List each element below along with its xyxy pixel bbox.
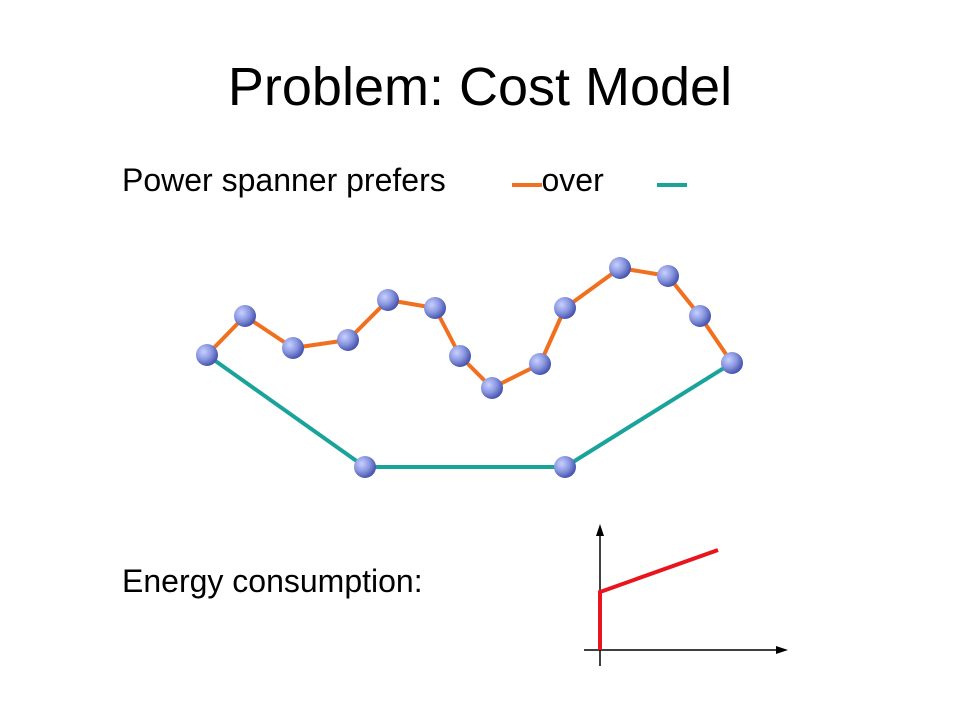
y-axis-arrow xyxy=(596,524,604,536)
graph-node xyxy=(337,329,359,351)
graph-node xyxy=(529,353,551,375)
slide-title: Problem: Cost Model xyxy=(227,57,733,117)
graph-node xyxy=(481,377,503,399)
orange-short-edges xyxy=(205,266,734,390)
graph-node xyxy=(377,289,399,311)
statement-text: Power spanner prefers over xyxy=(122,162,604,199)
graph-node xyxy=(354,456,376,478)
teal-long-edges xyxy=(205,353,734,469)
graph-node xyxy=(449,345,471,367)
graph-node xyxy=(721,352,743,374)
graph-node xyxy=(554,456,576,478)
x-axis-arrow xyxy=(776,646,788,654)
teal-edge-legend xyxy=(657,183,687,187)
graph-node xyxy=(196,344,218,366)
statement-middle: over xyxy=(541,162,604,198)
orange-edge-legend xyxy=(512,183,542,187)
graph-node xyxy=(689,305,711,327)
energy-graph xyxy=(584,524,788,666)
graph-node xyxy=(424,297,446,319)
graph-node xyxy=(609,257,631,279)
graph-node xyxy=(554,297,576,319)
graph-node xyxy=(657,265,679,287)
energy-curve xyxy=(598,548,719,650)
graph-node xyxy=(234,305,256,327)
statement-prefix: Power spanner prefers xyxy=(122,162,446,198)
energy-label: Energy consumption: xyxy=(122,563,423,599)
graph-node xyxy=(282,337,304,359)
